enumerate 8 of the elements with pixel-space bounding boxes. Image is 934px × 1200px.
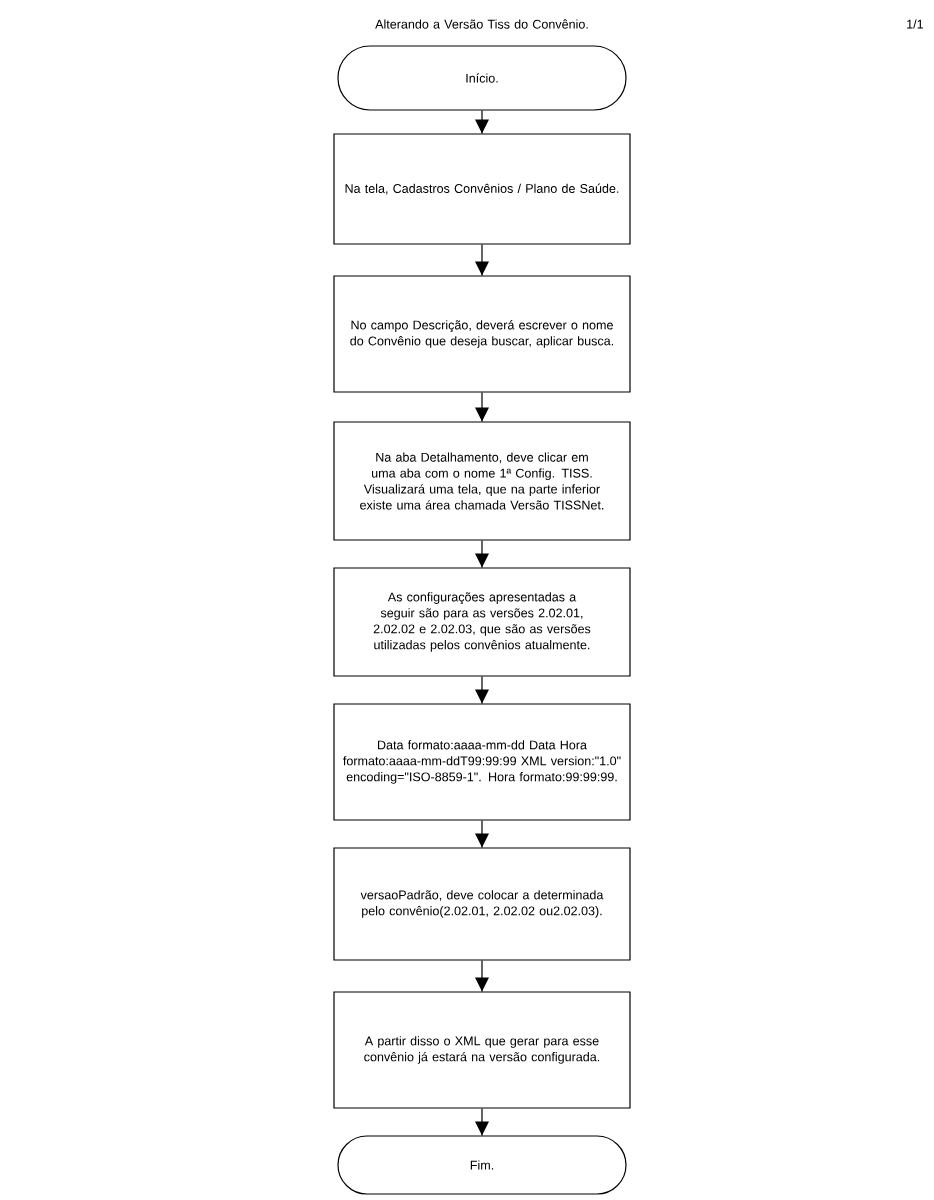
arrow xyxy=(475,392,489,422)
arrow xyxy=(475,676,489,704)
arrow xyxy=(475,820,489,848)
arrow xyxy=(475,540,489,568)
arrow xyxy=(475,960,489,992)
arrow xyxy=(475,110,489,134)
arrow xyxy=(475,1108,489,1136)
arrow xyxy=(475,244,489,276)
